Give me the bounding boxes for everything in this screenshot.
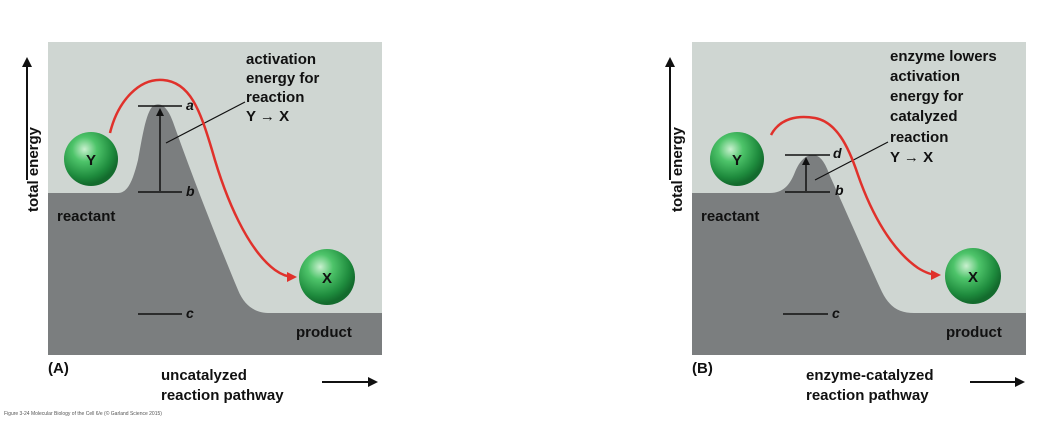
panel-a-level-c-label: c <box>186 305 194 321</box>
panel-a-annotation-line4: Y → X <box>246 108 289 125</box>
panel-a-x-label-line2: reaction pathway <box>161 387 284 404</box>
panel-b-molecule-y-label: Y <box>732 152 742 169</box>
panel-b: total energy d b c Y X reactant product … <box>665 42 1026 404</box>
panel-a-molecule-x-label: X <box>322 270 332 287</box>
panel-a-annotation-line2: energy for <box>246 70 320 87</box>
panel-b-annotation-line6: Y → X <box>890 149 933 166</box>
panel-a-annotation-line3: reaction <box>246 89 304 106</box>
panel-a-tag: (A) <box>48 360 69 377</box>
panel-b-annotation-line2: activation <box>890 68 960 85</box>
panel-b-molecule-x <box>945 248 1001 304</box>
panel-b-reactant-label: reactant <box>701 208 759 225</box>
panel-b-x-label-line1: enzyme-catalyzed <box>806 367 934 384</box>
panel-b-level-b-label: b <box>835 182 844 198</box>
panel-b-molecule-y <box>710 132 764 186</box>
panel-b-annotation-line1: enzyme lowers <box>890 48 997 65</box>
panel-a-molecule-y-label: Y <box>86 152 96 169</box>
panel-b-annotation-leader <box>814 141 889 181</box>
panel-b-annotation-line5: reaction <box>890 129 948 146</box>
panel-a-product-label: product <box>296 324 352 341</box>
panel-b-annotation-line4: catalyzed <box>890 108 958 125</box>
panel-b-tag: (B) <box>692 360 713 377</box>
figure-caption: Figure 3-24 Molecular Biology of the Cel… <box>4 410 162 417</box>
panel-a-reaction-pathway-arrow <box>108 78 297 282</box>
panel-b-energy-profile <box>692 155 1026 355</box>
panel-b-level-d-label: d <box>833 145 842 161</box>
panel-a-y-axis-label: total energy <box>25 126 42 212</box>
panel-a-x-label-line1: uncatalyzed <box>161 367 247 384</box>
panel-b-reaction-pathway-arrow <box>769 115 941 280</box>
panel-a-level-b-label: b <box>186 183 195 199</box>
panel-b-molecule-x-label: X <box>968 269 978 286</box>
panel-a-annotation-line1: activation <box>246 51 316 68</box>
panel-a-molecule-y <box>64 132 118 186</box>
panel-b-level-c-label: c <box>832 305 840 321</box>
panel-b-y-axis-label: total energy <box>669 126 686 212</box>
panel-b-annotation-line3: energy for <box>890 88 964 105</box>
panel-a-annotation-leader <box>165 101 246 144</box>
panel-a-reactant-label: reactant <box>57 208 115 225</box>
panel-a-energy-profile <box>48 104 382 355</box>
panel-a: total energy a b c Y X reactant product … <box>22 42 382 404</box>
panel-a-molecule-x <box>299 249 355 305</box>
panel-b-x-label-line2: reaction pathway <box>806 387 929 404</box>
panel-b-product-label: product <box>946 324 1002 341</box>
panel-a-level-a-label: a <box>186 97 194 113</box>
